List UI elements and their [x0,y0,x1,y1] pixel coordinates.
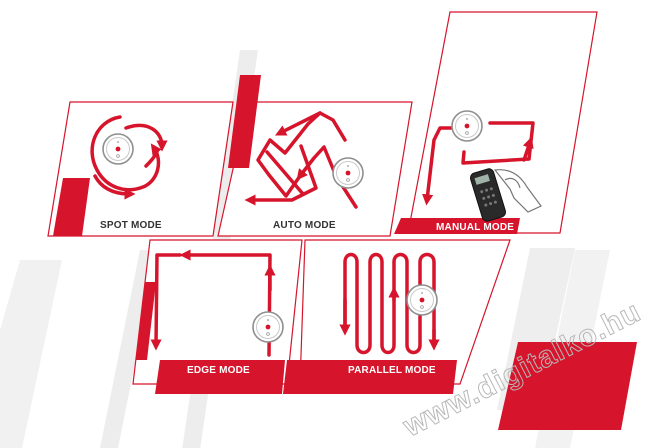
panel-label: SPOT MODE [100,220,162,231]
panel-edge-mode: EDGE MODE [132,239,303,394]
panel-spot-mode: SPOT MODE [47,101,234,237]
manual-mode-path [422,121,535,206]
panel-label: EDGE MODE [187,365,250,376]
parallel-mode-path [339,252,440,355]
panel-parallel-mode: PARALLEL MODE [283,239,511,394]
robot-vacuum-icon [451,110,483,142]
label-bar [394,218,520,234]
spot-mode-path [90,115,168,200]
corner-accent-block [498,342,637,430]
panel-label: MANUAL MODE [436,222,514,233]
panel-label: AUTO MODE [273,220,336,231]
panel-auto-mode: AUTO MODE [217,75,413,237]
panel-manual-mode: MANUAL MODE [394,11,598,234]
panel-frame [299,239,511,385]
robot-vacuum-icon [102,133,134,165]
panel-label: PARALLEL MODE [348,365,436,376]
label-bar [283,360,457,394]
accent-bar [228,75,261,168]
robot-vacuum-icon [252,311,284,343]
accent-bar [136,282,156,360]
label-bar [155,360,285,394]
panel-frame [217,101,413,237]
robot-vacuum-icon [406,284,438,316]
robot-vacuum-icon [332,157,364,189]
remote-control-icon [469,168,542,222]
accent-bar [53,178,90,236]
